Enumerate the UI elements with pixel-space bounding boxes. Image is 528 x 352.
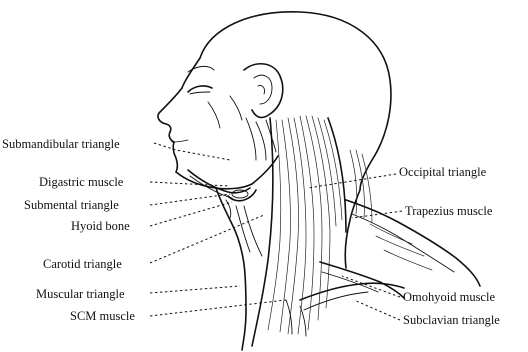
- label-scm-muscle: SCM muscle: [70, 309, 135, 323]
- label-omohyoid-muscle: Omohyoid muscle: [403, 290, 495, 304]
- label-submental-triangle: Submental triangle: [24, 198, 119, 212]
- label-carotid-triangle: Carotid triangle: [43, 257, 122, 271]
- label-digastric-muscle: Digastric muscle: [39, 175, 124, 189]
- label-muscular-triangle: Muscular triangle: [36, 287, 125, 301]
- head-outline: [158, 12, 391, 190]
- label-hyoid-bone: Hyoid bone: [71, 219, 130, 233]
- label-submandibular-triangle: Submandibular triangle: [2, 137, 120, 151]
- label-occipital-triangle: Occipital triangle: [399, 165, 487, 179]
- scm-muscle-fibers: [252, 116, 346, 346]
- face-features: [188, 64, 283, 160]
- digastric-hyoid: [188, 170, 256, 218]
- label-trapezius-muscle: Trapezius muscle: [405, 204, 493, 218]
- label-subclavian-triangle: Subclavian triangle: [403, 313, 500, 327]
